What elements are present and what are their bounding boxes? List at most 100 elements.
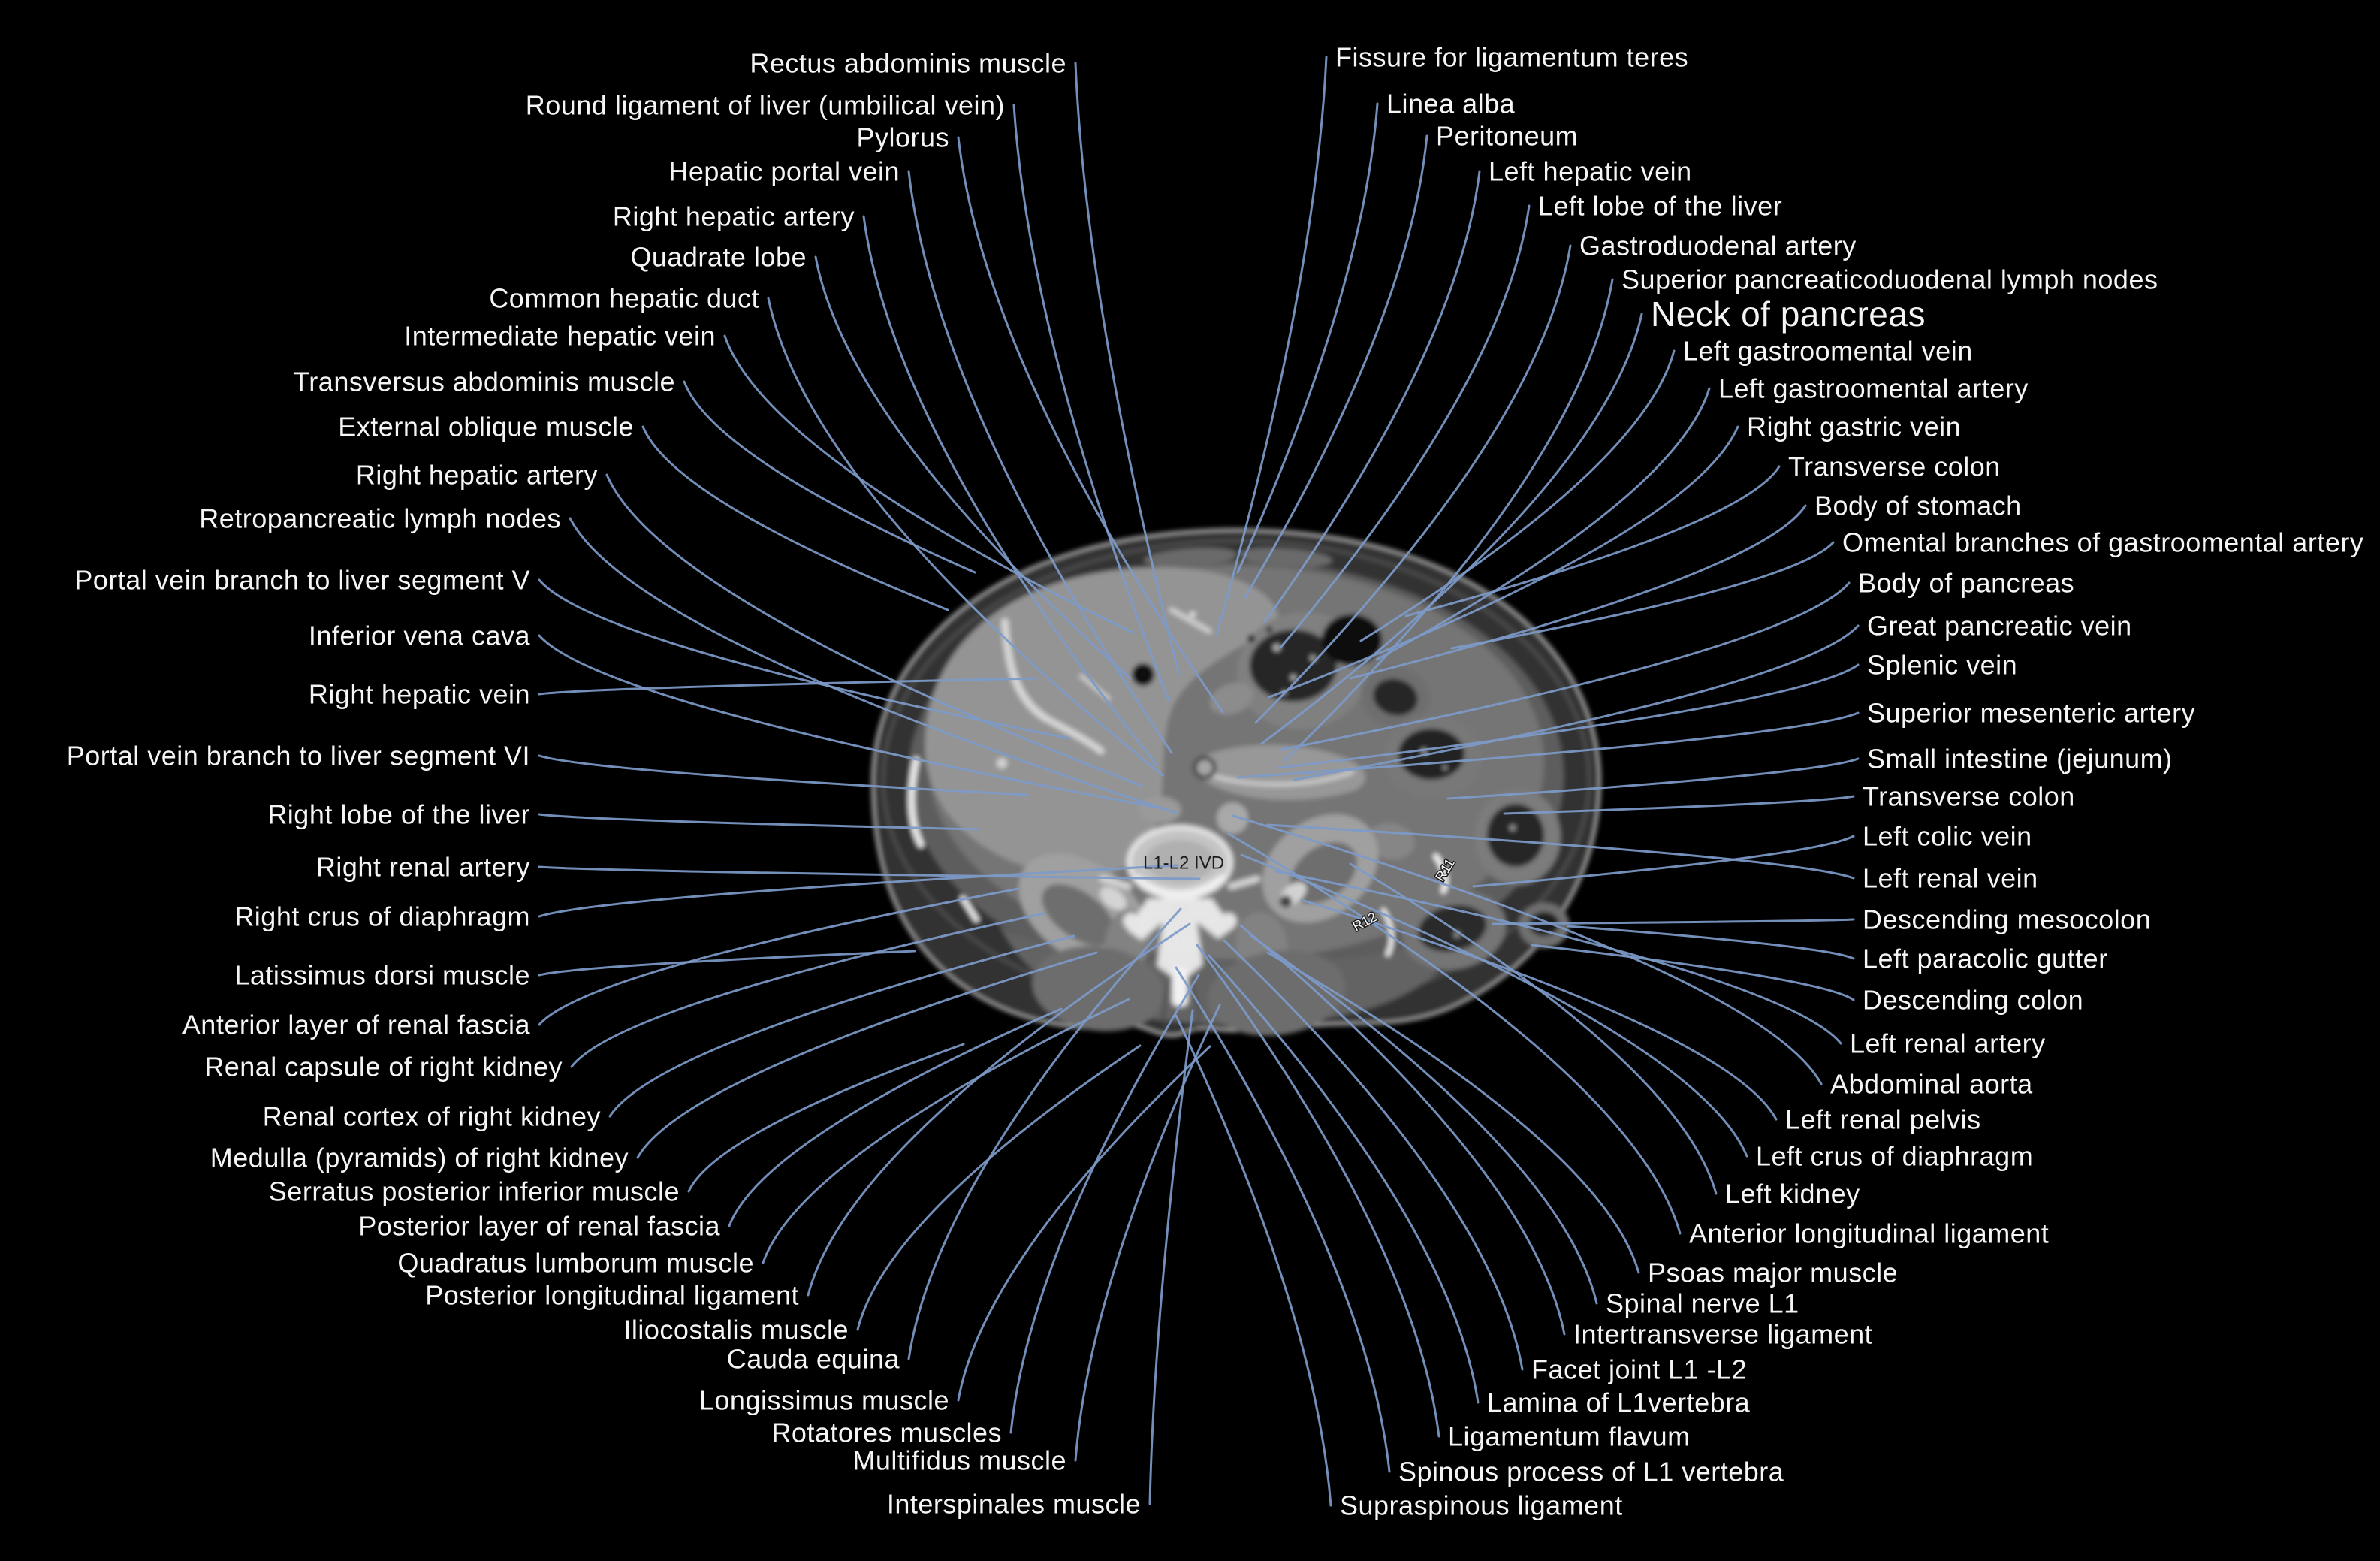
leader-line [1208, 954, 1480, 1404]
leader-line [1260, 313, 1643, 745]
anatomy-label: Omental branches of gastroomental artery [1842, 527, 2363, 558]
leader-line [1293, 624, 1860, 781]
anatomy-label: Abdominal aorta [1830, 1069, 2033, 1100]
anatomy-label: Posterior layer of renal fascia [358, 1211, 720, 1242]
leader-line [1268, 425, 1739, 699]
leader-line [723, 334, 1134, 634]
leader-line [1375, 387, 1711, 661]
anatomy-label: Left kidney [1725, 1179, 1860, 1209]
leader-line [1277, 663, 1860, 769]
leader-line [683, 380, 976, 574]
leader-line [957, 1045, 1211, 1402]
anatomy-label: Splenic vein [1867, 650, 2017, 681]
leader-line [1012, 104, 1170, 702]
anatomy-label: Small intestine (jejunum) [1867, 744, 2173, 774]
anatomy-label: Left colic vein [1863, 821, 2032, 852]
leader-line [1567, 925, 1855, 960]
leader-line [1275, 870, 1842, 1045]
leader-line [1279, 581, 1851, 751]
leader-line [1450, 541, 1835, 650]
leader-line [1472, 835, 1855, 888]
leader-line [636, 951, 1098, 1159]
anatomy-label: Latissimus dorsi muscle [234, 960, 530, 991]
leader-line [538, 634, 1164, 810]
anatomy-label: Left hepatic vein [1489, 156, 1692, 187]
anatomy-label: Left renal artery [1850, 1028, 2046, 1059]
leader-line [1359, 349, 1676, 642]
anatomy-label: Anterior layer of renal fascia [182, 1010, 531, 1040]
leader-line [762, 998, 1130, 1264]
leader-line [1009, 974, 1200, 1434]
anatomy-label: Rectus abdominis muscle [750, 48, 1066, 79]
anatomy-label: Transversus abdominis muscle [293, 367, 675, 397]
anatomy-label: Left paracolic gutter [1863, 944, 2108, 974]
leader-line [641, 425, 949, 611]
leader-line [538, 887, 1020, 1026]
leader-line [538, 813, 980, 831]
leader-line [1236, 102, 1379, 574]
leader-line [538, 950, 916, 977]
leader-line [538, 864, 1179, 918]
leader-line [538, 865, 1201, 880]
leader-line [767, 297, 1164, 777]
leader-line [569, 517, 1178, 814]
anatomy-label: Right lobe of the liver [267, 799, 530, 830]
leader-line [1404, 465, 1781, 617]
leader-line [1196, 944, 1440, 1438]
anatomy-label: Right crus of diaphragm [234, 901, 530, 932]
anatomy-label: Portal vein branch to liver segment V [74, 565, 530, 596]
leader-line [1232, 814, 1823, 1085]
anatomy-label: Supraspinous ligament [1340, 1490, 1623, 1521]
anatomy-label: Common hepatic duct [489, 283, 759, 314]
anatomy-label: External oblique muscle [338, 412, 634, 442]
anatomy-label: Rotatores muscles [771, 1418, 1002, 1448]
leader-line [957, 136, 1224, 714]
anatomy-label: Left crus of diaphragm [1756, 1141, 2033, 1172]
anatomy-label: Medulla (pyramids) of right kidney [210, 1143, 629, 1173]
anatomy-label: Multifidus muscle [852, 1445, 1066, 1476]
anatomy-label: Left gastroomental artery [1718, 373, 2029, 404]
leader-line [1148, 1009, 1194, 1505]
leader-line [1283, 278, 1614, 762]
leader-line [1240, 853, 1748, 1158]
leader-line [807, 922, 1191, 1297]
ct-inline-marker: L1-L2 IVD [1143, 853, 1224, 874]
anatomy-label: Serratus posterior inferior muscle [269, 1176, 680, 1207]
anatomy-label: Gastroduodenal artery [1579, 231, 1857, 261]
anatomy-label: Superior pancreaticoduodenal lymph nodes [1621, 264, 2158, 295]
anatomy-label: Right renal artery [316, 852, 530, 883]
leader-line [1446, 757, 1860, 800]
anatomy-label: Round ligament of liver (umbilical vein) [526, 90, 1005, 121]
leader-line [1074, 1004, 1221, 1462]
anatomy-label: Interspinales muscle [887, 1489, 1141, 1520]
leader-line [862, 215, 1158, 766]
leader-line [1266, 823, 1855, 880]
leader-line [538, 754, 1029, 796]
anatomy-label: Descending colon [1863, 985, 2083, 1016]
anatomy-label: Ligamentum flavum [1448, 1421, 1691, 1452]
anatomy-label: Facet joint L1 -L2 [1531, 1354, 1747, 1385]
anatomy-label: Left gastroomental vein [1683, 336, 1973, 367]
leader-line [1175, 966, 1391, 1473]
leader-line [608, 934, 1075, 1118]
anatomy-label: Body of pancreas [1858, 568, 2074, 599]
leader-line [1254, 244, 1572, 724]
leader-line [1279, 204, 1531, 649]
anatomy-label: Iliocostalis muscle [623, 1315, 849, 1345]
anatomy-label: Pylorus [856, 122, 949, 153]
anatomy-label: Lamina of L1vertebra [1487, 1387, 1751, 1418]
leader-line [856, 1044, 1142, 1331]
leader-line [907, 170, 1173, 754]
anatomy-label: Linea alba [1386, 89, 1516, 119]
anatomy-label: Quadratus lumborum muscle [397, 1248, 754, 1279]
anatomy-label: Great pancreatic vein [1867, 611, 2132, 642]
anatomy-label: Intermediate hepatic vein [404, 321, 716, 352]
leader-line [1492, 918, 1855, 925]
leader-line [1239, 924, 1566, 1336]
anatomy-label: Right hepatic artery [613, 201, 855, 232]
leader-line [1249, 934, 1598, 1305]
anatomy-label: Renal capsule of right kidney [204, 1052, 563, 1082]
leader-line [814, 255, 1132, 680]
anatomy-label: Transverse colon [1788, 451, 2001, 482]
